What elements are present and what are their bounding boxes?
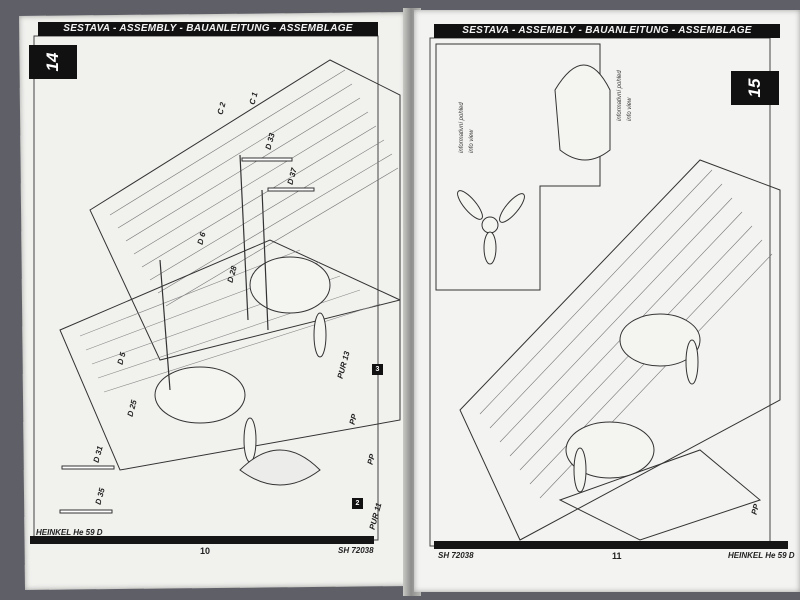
info-view-note: info view <box>469 129 475 153</box>
step-number-badge: 15 <box>731 71 779 105</box>
left-footer-bar <box>30 536 374 544</box>
info-view-note: informativní pohled <box>617 70 623 121</box>
info-view-note: informativní pohled <box>459 102 465 153</box>
left-footer-title: HEINKEL He 59 D <box>36 528 103 537</box>
right-footer-code: SH 72038 <box>438 551 474 560</box>
left-footer-code: SH 72038 <box>338 546 374 555</box>
right-page-number: 11 <box>612 551 622 561</box>
step-reference-marker: 3 <box>372 364 383 375</box>
left-page-number: 10 <box>200 546 211 556</box>
right-footer-title: HEINKEL He 59 D <box>728 551 795 560</box>
step-reference-marker: 2 <box>352 498 363 509</box>
left-page-banner: SESTAVA - ASSEMBLY - BAUANLEITUNG - ASSE… <box>38 22 378 36</box>
right-footer-bar <box>434 541 788 549</box>
right-page-banner: SESTAVA - ASSEMBLY - BAUANLEITUNG - ASSE… <box>434 24 780 38</box>
info-view-note: info view <box>627 97 633 121</box>
